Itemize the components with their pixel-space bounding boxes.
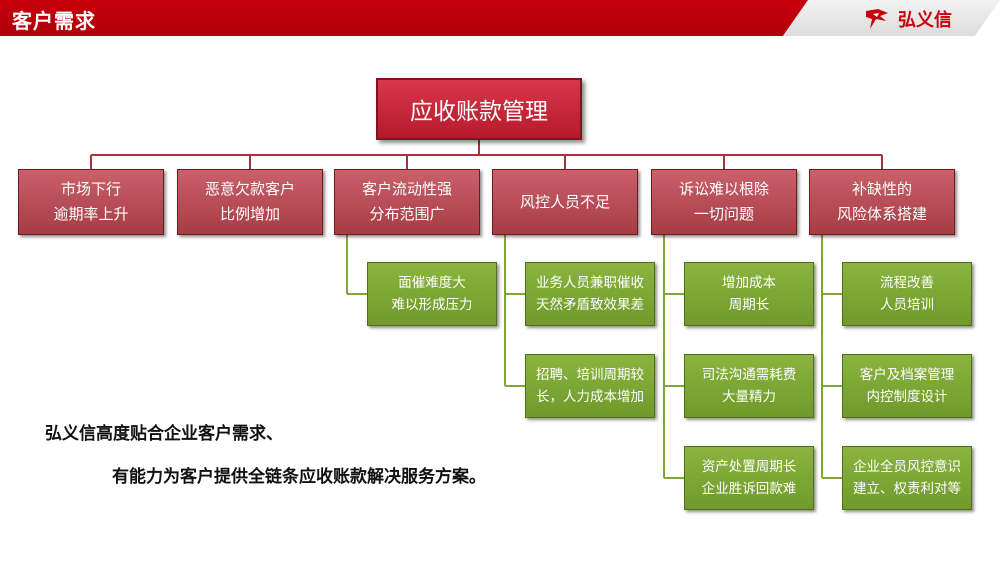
page-title: 客户需求 bbox=[12, 9, 96, 33]
tagline-line-2: 有能力为客户提供全链条应收账款解决服务方案。 bbox=[112, 467, 486, 487]
root-node: 应收账款管理 bbox=[376, 78, 582, 140]
category-box: 诉讼难以根除 一切问题 bbox=[651, 169, 797, 235]
brand-name: 弘义信 bbox=[898, 10, 952, 31]
item-box: 业务人员兼职催收 天然矛盾致效果差 bbox=[525, 262, 655, 326]
item-box: 企业全员风控意识 建立、权责利对等 bbox=[842, 446, 972, 510]
header-bar: 客户需求 弘义信 bbox=[0, 0, 1000, 38]
item-box: 司法沟通需耗费 大量精力 bbox=[684, 354, 814, 418]
item-box: 流程改善 人员培训 bbox=[842, 262, 972, 326]
item-box: 增加成本 周期长 bbox=[684, 262, 814, 326]
category-box: 市场下行 逾期率上升 bbox=[18, 169, 164, 235]
category-box: 补缺性的 风险体系搭建 bbox=[809, 169, 955, 235]
tagline-line-1: 弘义信高度贴合企业客户需求、 bbox=[45, 424, 283, 444]
item-box: 客户及档案管理 内控制度设计 bbox=[842, 354, 972, 418]
category-box: 风控人员不足 bbox=[492, 169, 638, 235]
brand-logo: 弘义信 bbox=[864, 6, 952, 32]
category-box: 恶意欠款客户 比例增加 bbox=[177, 169, 323, 235]
item-box: 面催难度大 难以形成压力 bbox=[367, 262, 497, 326]
category-box: 客户流动性强 分布范围广 bbox=[334, 169, 480, 235]
item-box: 招聘、培训周期较 长，人力成本增加 bbox=[525, 354, 655, 418]
header-red-band bbox=[0, 0, 820, 36]
item-box: 资产处置周期长 企业胜诉回款难 bbox=[684, 446, 814, 510]
brand-mark-icon bbox=[866, 9, 888, 29]
